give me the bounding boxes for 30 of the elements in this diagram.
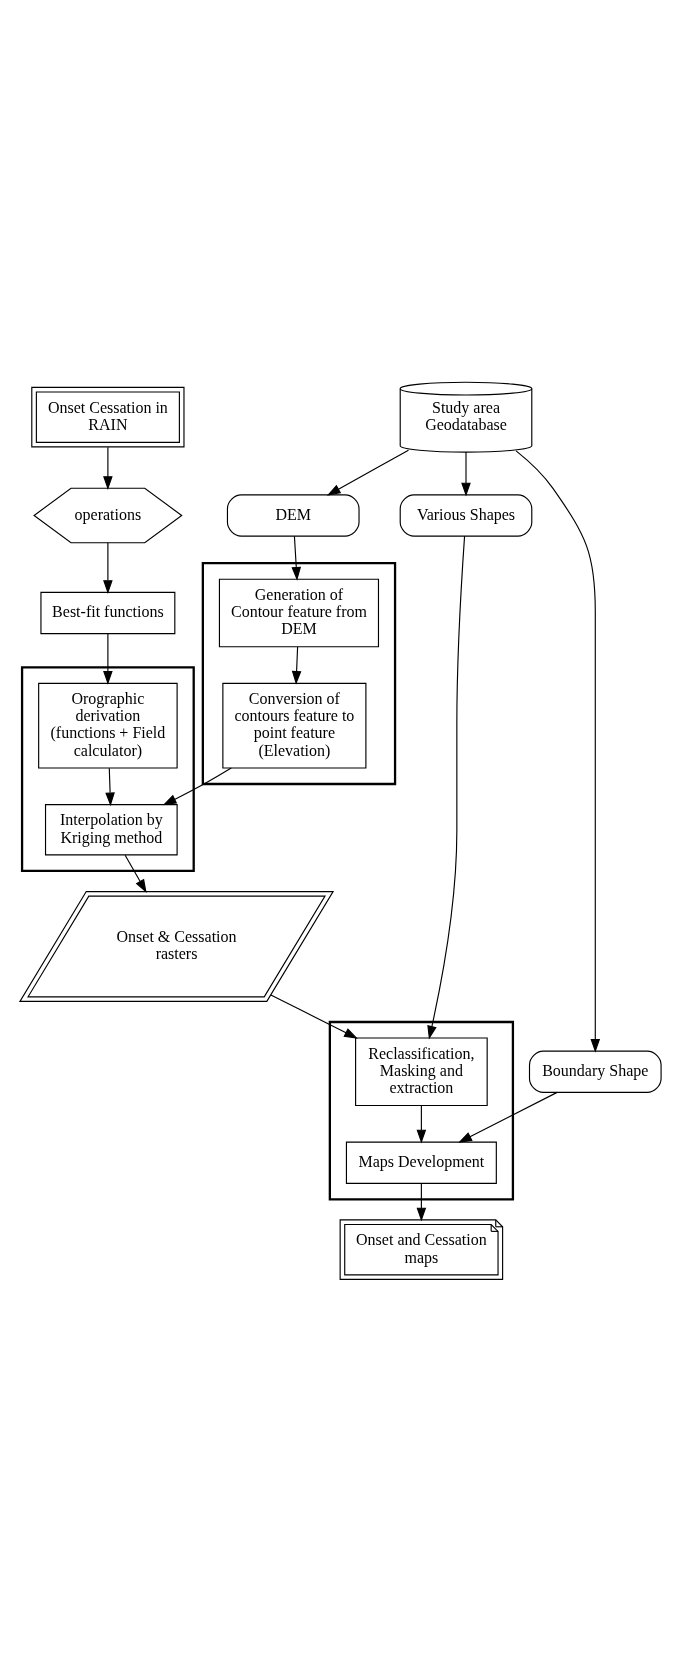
node-box: DEM <box>226 493 360 537</box>
arrow <box>162 767 232 805</box>
arrow <box>326 449 410 496</box>
node-box: Reclassification, Masking and extraction <box>355 1036 488 1106</box>
arrow <box>427 535 466 1040</box>
arrow <box>291 645 302 685</box>
cluster <box>201 561 397 785</box>
node-box: Generation of Contour feature from DEM <box>218 578 380 647</box>
arrow <box>291 535 302 581</box>
node-box: Interpolation by Kriging method <box>44 803 178 856</box>
arrow <box>270 993 358 1039</box>
node-box: Orographic derivation (functions + Field calculator) <box>38 682 178 769</box>
arrow <box>515 449 601 1053</box>
arrow <box>461 450 471 496</box>
arrow <box>416 1182 427 1221</box>
cluster <box>20 665 195 872</box>
arrow <box>103 632 113 685</box>
arrow <box>103 541 113 594</box>
arrow <box>458 1091 558 1143</box>
node-box: Boundary Shape <box>528 1050 662 1093</box>
node-box: Best-fit functions <box>40 591 176 634</box>
node-box: Conversion of contours feature to point feature (Elevation) <box>222 682 367 769</box>
cluster <box>328 1020 515 1200</box>
arrow <box>124 854 147 893</box>
arrow <box>416 1104 427 1143</box>
arrow <box>105 767 115 806</box>
node-box: Onset Cessation in RAIN <box>31 386 185 447</box>
arrow <box>103 446 113 490</box>
node-box: Various Shapes <box>399 493 533 537</box>
node-box: Maps Development <box>345 1141 497 1184</box>
